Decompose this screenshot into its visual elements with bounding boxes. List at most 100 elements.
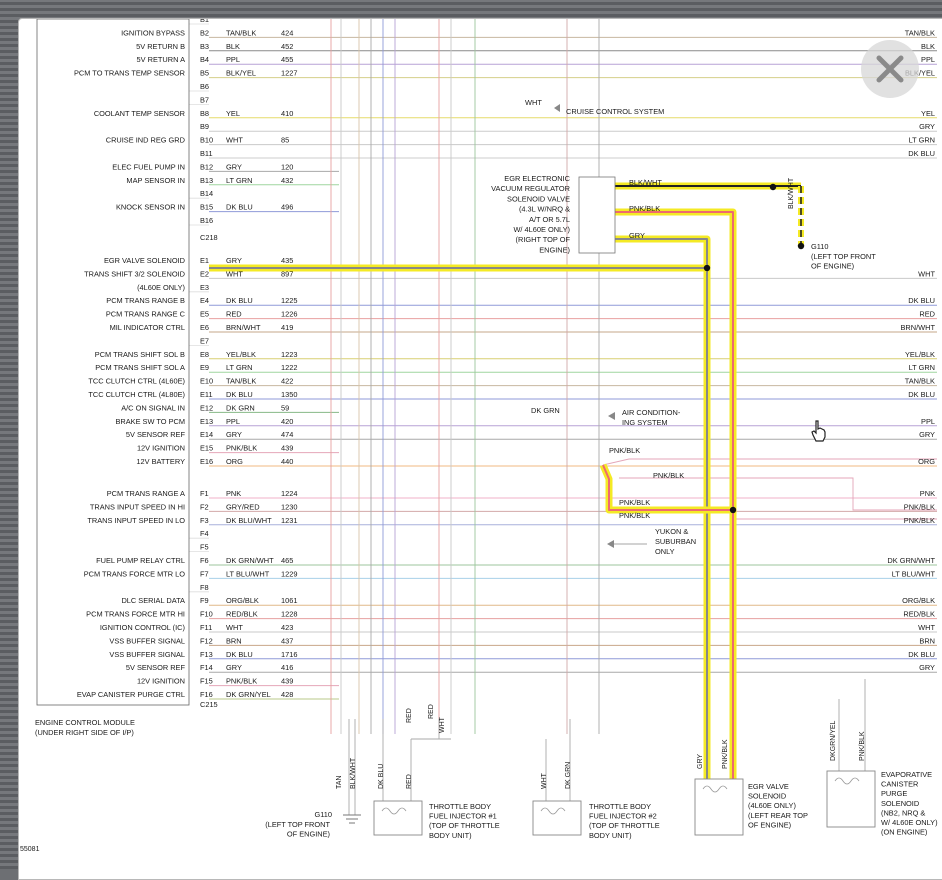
fuel-injector-2 <box>532 800 582 836</box>
egr-valve-label: EGR VALVE <box>748 782 789 791</box>
wire-color-label: DK GRN/YEL <box>226 690 271 699</box>
wire-destination-label: YEL <box>921 109 935 118</box>
injector-1-label: (TOP OF THROTTLE <box>429 821 500 830</box>
pin-function: PCM TRANS FORCE MTR LO <box>84 569 186 578</box>
coil-symbol <box>381 807 407 815</box>
hand-pointer-icon <box>811 420 826 442</box>
circuit-number: 439 <box>281 444 293 453</box>
yukon-arrow <box>607 540 614 548</box>
injector-2-label: BODY UNIT) <box>589 831 632 840</box>
pin-id: B10 <box>200 136 213 145</box>
circuit-number: 1350 <box>281 390 297 399</box>
wire-destination-label: DK BLU <box>908 390 935 399</box>
pin-id: E2 <box>200 269 209 278</box>
pin-id: E4 <box>200 296 209 305</box>
ecm-box <box>36 19 190 706</box>
circuit-number: 1230 <box>281 502 297 511</box>
pin-function: TRANS SHIFT 3/2 SOLENOID <box>84 269 185 278</box>
pin-id: F9 <box>200 596 209 605</box>
egr-wire-label: BLK/WHT <box>629 178 662 187</box>
egr-valve-label: (LEFT REAR TOP <box>748 811 808 820</box>
pin-id: B2 <box>200 28 209 37</box>
wire-color-label: YEL <box>226 109 240 118</box>
pin-function: VSS BUFFER SIGNAL <box>109 650 185 659</box>
wire-color-label: ORG <box>226 457 243 466</box>
wire-color-label: PNK/BLK <box>226 444 257 453</box>
coil-symbol <box>540 807 566 815</box>
egr-regulator-box <box>578 176 616 254</box>
circuit-number: 496 <box>281 203 293 212</box>
bottom-wire-label: RED <box>406 708 413 723</box>
wire-destination-label: DK BLU <box>908 149 935 158</box>
wire-destination-label: ORG <box>918 457 935 466</box>
circuit-number: 1224 <box>281 489 297 498</box>
pin-id: B5 <box>200 69 209 78</box>
wire-color-label: PNK/BLK <box>226 677 257 686</box>
wire-destination-label: LT GRN <box>909 136 935 145</box>
ground-location-label: OF ENGINE) <box>287 830 330 839</box>
circuit-number: 1222 <box>281 363 297 372</box>
bottom-wire-label: PNK/BLK <box>859 731 866 761</box>
circuit-number: 437 <box>281 636 293 645</box>
pin-function: BRAKE SW TO PCM <box>115 417 185 426</box>
wire-destination-label: ORG/BLK <box>902 596 935 605</box>
pin-id: F3 <box>200 516 209 525</box>
pin-id: F8 <box>200 583 209 592</box>
pin-function: MAP SENSOR IN <box>126 176 185 185</box>
splice-dot <box>729 506 737 514</box>
pin-id: F12 <box>200 636 213 645</box>
ecm-label: ENGINE CONTROL MODULE <box>35 718 135 727</box>
evap-solenoid-label: SOLENOID <box>881 799 919 808</box>
splice-dot <box>703 264 711 272</box>
pin-function: COOLANT TEMP SENSOR <box>94 109 185 118</box>
wire-trace <box>838 679 866 779</box>
wire-destination-label: WHT <box>918 623 935 632</box>
pin-id: E1 <box>200 256 209 265</box>
circuit-number: 465 <box>281 556 293 565</box>
wire-trace <box>619 477 937 511</box>
pin-id: E8 <box>200 350 209 359</box>
egr-regulator-label: SOLENOID VALVE <box>507 194 570 203</box>
wire-destination-label: LT BLU/WHT <box>892 569 936 578</box>
cruise-wire-label: WHT <box>525 98 542 107</box>
injector-2-label: (TOP OF THROTTLE <box>589 821 660 830</box>
circuit-number: 1229 <box>281 569 297 578</box>
yukon-label: ONLY <box>655 547 675 556</box>
ground-symbol <box>343 814 361 824</box>
pin-id: B7 <box>200 95 209 104</box>
egr-regulator-label: ENGINE) <box>539 245 570 254</box>
pin-function: FUEL PUMP RELAY CTRL <box>96 556 185 565</box>
pin-id: F2 <box>200 502 209 511</box>
circuit-number: 897 <box>281 269 293 278</box>
circuit-number: 452 <box>281 42 293 51</box>
pin-function: IGNITION CONTROL (IC) <box>100 623 185 632</box>
circuit-number: 1225 <box>281 296 297 305</box>
pin-function: KNOCK SENSOR IN <box>116 203 185 212</box>
wire-destination-label: BRN <box>919 636 935 645</box>
pin-id: B16 <box>200 216 213 225</box>
pin-id: E13 <box>200 417 213 426</box>
highlight-core <box>602 464 733 511</box>
wire-destination-label: DK BLU <box>908 296 935 305</box>
pin-id: F4 <box>200 529 209 538</box>
injector-1-label: FUEL INJECTOR #1 <box>429 812 497 821</box>
pin-id: B1 <box>200 19 209 24</box>
pin-function: TCC CLUTCH CTRL (4L80E) <box>88 390 185 399</box>
wire-destination-label: PNK/BLK <box>904 516 935 525</box>
egr-regulator-label: W/ 4L60E ONLY) <box>513 225 570 234</box>
egr-wire-label: PNK/BLK <box>629 204 660 213</box>
pin-function: EGR VALVE SOLENOID <box>104 256 185 265</box>
close-button[interactable] <box>861 40 919 98</box>
wire-destination-label: BLK <box>921 42 935 51</box>
ac-wire-label: DK GRN <box>531 406 560 415</box>
pin-id: B6 <box>200 82 209 91</box>
pin-function: (4L60E ONLY) <box>137 283 185 292</box>
cruise-system-label: CRUISE CONTROL SYSTEM <box>566 107 664 116</box>
cruise-arrow <box>554 104 560 112</box>
wiring-diagram-sheet: ENGINE CONTROL MODULE(UNDER RIGHT SIDE O… <box>18 18 942 880</box>
wire-color-label: DK BLU <box>226 390 253 399</box>
circuit-number: 439 <box>281 677 293 686</box>
wire-color-label: ORG/BLK <box>226 596 259 605</box>
circuit-number: 474 <box>281 430 293 439</box>
coil-symbol <box>834 777 860 785</box>
